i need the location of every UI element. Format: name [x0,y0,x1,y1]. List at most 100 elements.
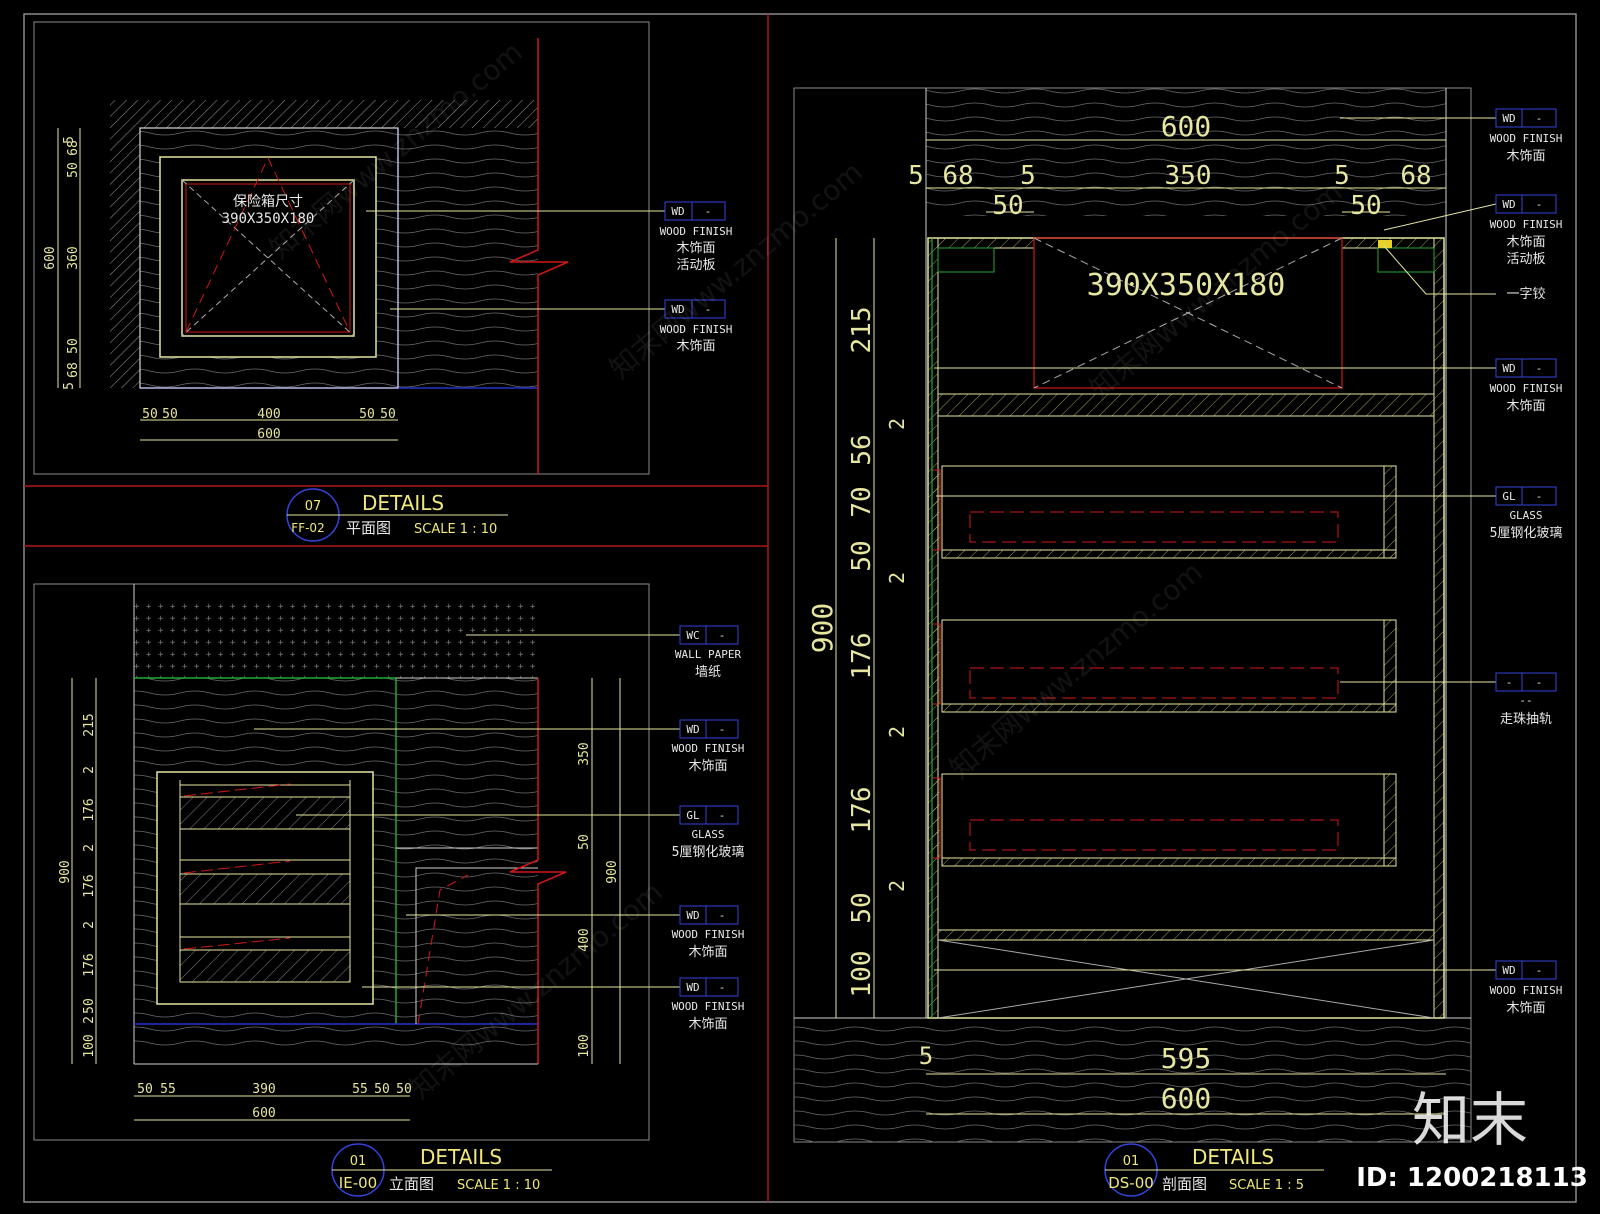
elev-tag-1-box [679,625,739,645]
section-tag-7-dash: - [1536,964,1543,977]
section-title-heading: DETAILS [1192,1145,1274,1169]
elev-tag-3-en: GLASS [691,828,724,841]
elev-dim-bottom-390: 390 [252,1082,275,1097]
section-top-left-panel [937,237,1035,249]
plan-dim-bottom-400: 400 [257,407,280,422]
plan-dim-left-360: 360 [66,246,81,269]
elev-tag-1: WC - WALL PAPER 墙纸 [675,625,741,680]
section-drawer-2-base [941,703,1397,713]
section-dim-left-2b: 2 [885,572,909,584]
elev-tag-5-en: WOOD FINISH [672,1000,745,1013]
plan-title-number: 07 [305,499,322,514]
plan-tag-2-dash: - [705,303,712,316]
section-tag-1-cn1: 木饰面 [1506,149,1545,164]
elev-dim-bottom-55b: 55 [352,1082,368,1097]
elev-tag-5: WD - WOOD FINISH 木饰面 [672,977,745,1032]
elev-title-block: 01 IE-00 DETAILS 立面图 SCALE 1 : 10 [331,1143,552,1197]
section-drawers [931,465,1397,867]
section-title-cn: 剖面图 [1162,1175,1207,1193]
section-hinge [1378,240,1392,248]
section-drawer-2-rail [969,667,1339,699]
elev-tag-5-dash: - [719,981,726,994]
section-base-shelf [937,929,1435,941]
section-top-wood [926,88,1446,216]
section-title-number: 01 [1123,1154,1140,1169]
section-title-block: 01 DS-00 DETAILS 剖面图 SCALE 1 : 5 [1104,1143,1324,1197]
section-title-sheet: DS-00 [1108,1174,1154,1192]
section-dim-top-68b: 68 [1400,161,1431,191]
elev-tag-3-dash: - [719,809,726,822]
section-dim-left-50a: 50 [847,540,877,571]
section-tag-2-cn1: 木饰面 [1506,235,1545,250]
section-dim-top-sub-50b: 50 [1350,191,1381,221]
section-tag-4-cn1: 木饰面 [1506,399,1545,414]
section-dim-top-total: 600 [1161,110,1212,143]
plan-dim-left-68b: 68 [66,362,81,378]
elev-tag-1-code: WC [686,629,699,642]
elev-niche-swing [417,874,469,1025]
elev-drawer-red-3 [183,937,291,950]
section-tag-6-code: - [1506,676,1513,689]
elev-tag-2: WD - WOOD FINISH 木饰面 [672,719,745,774]
section-tag-4-code: WD [1502,362,1515,375]
section-dim-left-2d: 2 [885,880,909,892]
watermark-text-5: 知末网www.znzmo.com [943,555,1208,785]
plan-tag-1-en: WOOD FINISH [660,225,733,238]
section-tag-3-cn1: 一字铰 [1506,287,1545,302]
elev-dim-right-total: 900 [605,860,620,883]
elev-dim-left-176a: 176 [82,798,97,821]
plan-tag-2-box [664,299,726,319]
elev-dim-left-2a: 2 [82,766,97,774]
elev-wallpaper [134,598,538,678]
elev-tag-1-dash: - [719,629,726,642]
section-green-block-left [937,247,995,273]
elev-tag-4-box [679,905,739,925]
section-floor-wood [794,1018,1471,1142]
elev-drawer-1 [179,796,351,830]
section-drawer-1-front [931,469,941,551]
section-drawer-1-base [941,549,1397,559]
section-leader-2 [1383,203,1497,231]
section-drawer-3-base [941,857,1397,867]
plan-tag-1-code: WD [671,205,684,218]
section-safe-box [1033,237,1343,389]
plan-tag-2-code: WD [671,303,684,316]
plan-title-heading: DETAILS [362,491,444,515]
elev-dim-bottom-50c: 50 [396,1082,412,1097]
section-tag-6-cn1: 走珠抽轨 [1500,712,1552,727]
plan-cabinet-outline [139,127,399,389]
section-dim-left-56: 56 [847,434,877,465]
elev-drawer-red-2 [183,860,291,874]
elev-viewport [33,583,650,1141]
section-dim-top-68a: 68 [942,161,973,191]
plan-viewport [33,21,650,475]
elev-break-line [509,678,567,1064]
elev-tag-2-en: WOOD FINISH [672,742,745,755]
section-title-scale: SCALE 1 : 5 [1229,1178,1304,1193]
elev-tag-1-cn1: 墙纸 [695,665,721,680]
elev-dim-left-2d: 2 [82,1016,97,1024]
section-leader-3 [1383,245,1496,295]
section-drawer-1-back [1383,465,1397,559]
section-dim-left-2c: 2 [885,726,909,738]
elev-dim-bottom-50a: 50 [137,1082,153,1097]
section-tag-4: WD - WOOD FINISH 木饰面 [1490,358,1562,414]
section-tag-7-code: WD [1502,964,1515,977]
elev-tag-3-code: GL [686,809,700,822]
watermark-text-2: 知末网www.znzmo.com [603,155,868,385]
section-safe-cross-2 [1033,237,1343,389]
plan-tag-2-en: WOOD FINISH [660,323,733,336]
section-tag-5-dash: - [1536,490,1543,503]
plan-title-scale: SCALE 1 : 10 [414,522,497,537]
plan-door-swing [185,156,351,333]
plan-safe-inner [185,183,351,333]
plan-tag-1-cn2: 活动板 [676,258,715,273]
section-dim-left-176b: 176 [847,787,877,834]
plan-tag-2-cn1: 木饰面 [676,339,715,354]
section-tag-1-dash: - [1536,112,1543,125]
elev-dim-left-176c: 176 [82,953,97,976]
elev-dim-left-215: 215 [82,713,97,736]
plan-safe-label-2: 390X350X180 [222,211,315,227]
elev-tag-4-dash: - [719,909,726,922]
